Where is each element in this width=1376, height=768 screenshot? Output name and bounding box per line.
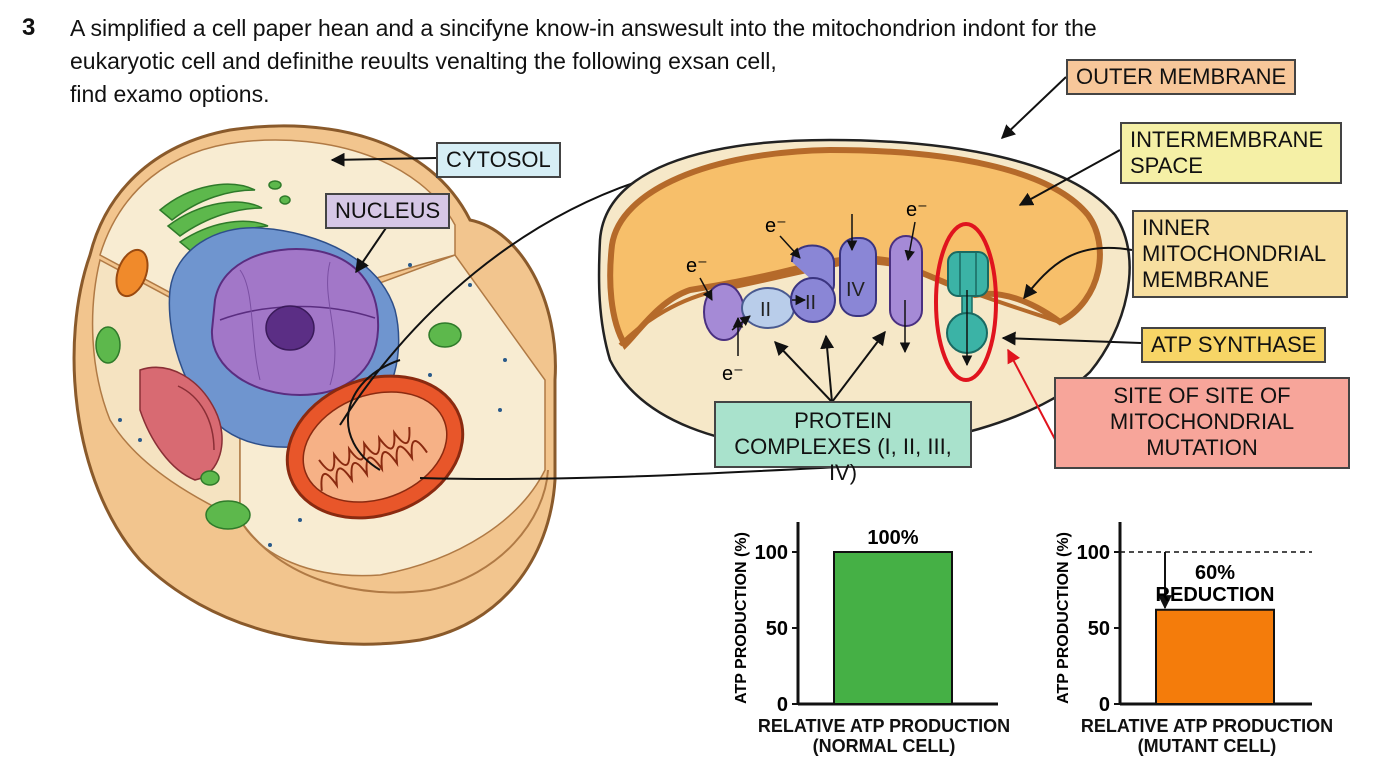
cell-mitochondrion xyxy=(285,374,465,520)
y-tick-label: 0 xyxy=(1099,694,1110,716)
label-outer-membrane: OUTER MEMBRANE xyxy=(1066,59,1297,95)
arrow-intermembrane xyxy=(1018,149,1121,206)
question-line-3: find examo options. xyxy=(70,81,270,107)
question-number: 3 xyxy=(22,14,36,41)
arrow-outer-membrane xyxy=(1000,76,1067,139)
arrow-protein-1 xyxy=(774,340,833,403)
label-inner-membrane: INNER MITOCHONDRIAL MEMBRANE xyxy=(1132,210,1348,298)
small-mitochondrion xyxy=(115,248,149,298)
complex-2: II xyxy=(741,287,795,329)
annotation-line-1: 60% xyxy=(1195,562,1235,584)
y-axis-label: ATP PRODUCTION (%) xyxy=(1055,532,1072,704)
complex-3: II xyxy=(790,244,836,323)
bar xyxy=(833,551,953,705)
arrow-atp-synthase xyxy=(1001,331,1142,346)
nucleus xyxy=(210,248,380,397)
zoom-loop xyxy=(346,359,401,471)
electron-label-1: e⁻ xyxy=(686,255,708,277)
arrow-nucleus xyxy=(355,224,389,274)
cell-rim xyxy=(239,469,549,594)
atp-synthase xyxy=(946,251,989,367)
label-intermembrane-space: INTERMEMBRANE SPACE xyxy=(1120,122,1342,184)
chart-normal-cell: 0 50 100 ATP PRODUCTION (%) 100% xyxy=(733,522,998,716)
complex-4: IV xyxy=(839,237,877,317)
mutation-highlight-ring xyxy=(934,222,998,382)
bar xyxy=(1155,608,1275,706)
mitochondrion-zoom: II II IV e⁻ e⁻ e⁻ e⁻ xyxy=(597,138,1131,452)
nucleolus xyxy=(265,305,315,351)
complex-ii-a-label: II xyxy=(760,299,771,321)
y-axis-label: ATP PRODUCTION (%) xyxy=(733,532,750,704)
eukaryotic-cell xyxy=(72,124,557,646)
label-atp-synthase: ATP SYNTHASE xyxy=(1141,327,1327,363)
arrow-protein-3 xyxy=(831,330,886,403)
y-tick-label: 100 xyxy=(755,542,788,564)
complex-ii-b-label: II xyxy=(805,292,816,314)
rough-er xyxy=(139,366,223,481)
y-tick-label: 50 xyxy=(1088,618,1110,640)
question-line-1: A simplified a cell paper hean and a sin… xyxy=(70,15,1097,41)
bar-data-label: 100% xyxy=(867,527,918,549)
y-tick-label: 50 xyxy=(766,618,788,640)
arrow-protein-2 xyxy=(820,334,835,403)
chart-mutant-title: RELATIVE ATP PRODUCTION (MUTANT CELL) xyxy=(1080,716,1334,756)
electron-label-3: e⁻ xyxy=(906,199,928,221)
electron-label-4: e⁻ xyxy=(722,363,744,385)
label-protein-complexes: PROTEIN COMPLEXES (I, II, III, IV) xyxy=(714,401,972,485)
complex-5 xyxy=(889,235,923,327)
vesicle xyxy=(95,326,121,364)
chart-normal-title: RELATIVE ATP PRODUCTION (NORMAL CELL) xyxy=(757,716,1011,756)
annotation-line-2: REDUCTION xyxy=(1156,584,1275,606)
label-mutation-site: SITE OF SITE OF MITOCHONDRIAL MUTATION xyxy=(1054,377,1350,469)
vesicle xyxy=(205,500,251,530)
arrow-inner-membrane xyxy=(1023,246,1133,300)
label-nucleus: NUCLEUS xyxy=(325,193,451,229)
zoom-line-bottom xyxy=(419,465,861,481)
arrow-cytosol xyxy=(330,152,437,167)
chart-mutant-cell: 0 50 100 ATP PRODUCTION (%) 60%REDUCTION xyxy=(1055,522,1312,716)
complex-iv-label: IV xyxy=(846,279,866,301)
label-cytosol: CYTOSOL xyxy=(436,142,561,178)
arrow-mutation-site xyxy=(1007,348,1059,446)
y-tick-label: 0 xyxy=(777,694,788,716)
vesicle xyxy=(428,322,462,348)
question-text: A simplified a cell paper hean and a sin… xyxy=(70,12,1270,111)
question-line-2: eukaryotic cell and definithe reʋults ve… xyxy=(70,48,777,74)
electron-label-2: e⁻ xyxy=(765,215,787,237)
vesicle xyxy=(200,470,220,486)
y-tick-label: 100 xyxy=(1077,542,1110,564)
